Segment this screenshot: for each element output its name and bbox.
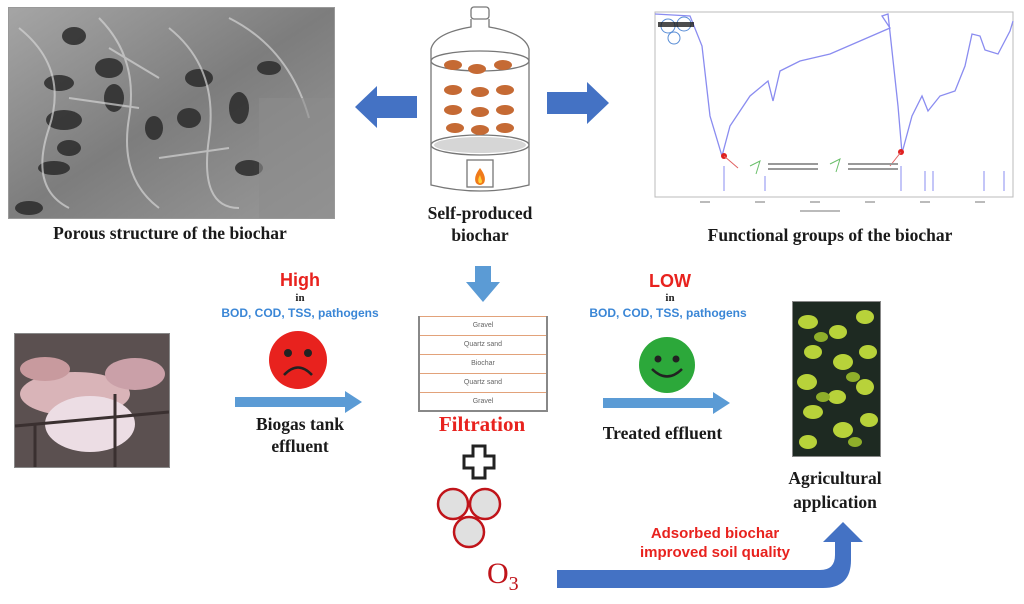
arrow-text-line2: improved soil quality [639,544,791,561]
effluent-label: Treated effluent [602,423,723,443]
filter-layer: Gravel [420,316,546,335]
annotation-glyphs [749,158,841,175]
filter-layer: Gravel [420,392,546,411]
pigs-image [15,334,169,467]
ozone-label: O3 [487,558,519,600]
pig-farm-photo [14,333,170,468]
influent-arrow-icon [235,391,362,413]
plus-icon [462,444,496,480]
ozone-symbol: O [487,557,509,590]
agriculture-label: Agricultural application [760,466,910,514]
agriculture-arrow-text: Adsorbed biochar improved soil quality [585,524,845,562]
reactor-caption-line2: biochar [451,225,509,245]
arrow-text-line1: Adsorbed biochar [650,525,780,542]
agriculture-label-line1: Agricultural [788,468,882,488]
ftir-caption: Functional groups of the biochar [707,225,953,245]
influent-label-line2: effluent [271,436,329,456]
sem-caption: Porous structure of the biochar [53,223,287,243]
reactor-caption: Self-produced biochar [395,202,565,246]
ozone-molecule-icon [436,487,502,549]
filter-layer: Quartz sand [420,335,546,354]
sad-face-icon [269,331,327,389]
smiley-face-icon [639,337,695,393]
arrow-left-icon [355,86,417,128]
effluent-parameters: BOD, COD, TSS, pathogens [589,306,747,320]
curved-arrow-icon [557,522,863,588]
arrow-down-icon [466,266,500,302]
effluent-level: LOW [649,271,691,291]
agriculture-label-line2: application [793,492,877,512]
crop-photo [792,301,881,457]
ftir-spectrum-chart [654,11,1014,212]
filtration-label: Filtration [438,412,526,436]
ftir-plot-frame [654,11,1014,198]
influent-level: High [280,270,320,290]
filter-layer: Quartz sand [420,373,546,392]
filter-column: Gravel Quartz sand Biochar Quartz sand G… [418,316,548,412]
sem-image [8,7,335,219]
ftir-legend-mark [658,22,694,27]
biomass-pieces [444,60,514,135]
plants-image [793,302,880,456]
influent-label: Biogas tank effluent [225,413,375,457]
ozone-subscript: 3 [508,573,519,595]
influent-label-line1: Biogas tank [255,414,344,434]
porous-texture [9,8,334,218]
arrow-right-icon [547,82,609,124]
reactor-caption-line1: Self-produced [427,203,533,223]
fire-icon [475,168,485,185]
effluent-in-word: in [665,292,675,304]
pyrolysis-reactor [430,6,530,192]
effluent-arrow-icon [603,392,730,414]
influent-parameters: BOD, COD, TSS, pathogens [221,306,379,320]
filter-layer: Biochar [420,354,546,373]
influent-in-word: in [295,292,305,304]
ftir-spectrum-line [654,13,1014,159]
